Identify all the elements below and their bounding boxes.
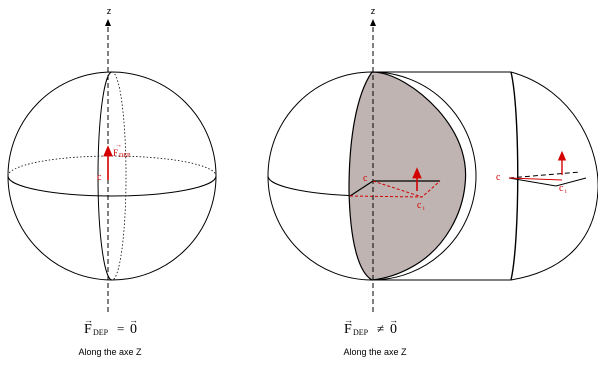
- svg-text:DEP: DEP: [93, 328, 109, 337]
- left-caption: Along the axe Z: [78, 347, 142, 357]
- svg-text:→: →: [129, 315, 138, 325]
- svg-text:c: c: [417, 200, 422, 211]
- svg-text:→: →: [115, 141, 122, 149]
- left-equation: → F DEP = → 0: [84, 315, 138, 337]
- left-cut-construction: [349, 167, 441, 198]
- right-cap-front: [510, 71, 519, 281]
- svg-text:0: 0: [390, 322, 397, 337]
- svg-text:DEP: DEP: [119, 153, 131, 159]
- right-ci-label: c i: [417, 200, 425, 212]
- svg-text:F: F: [344, 322, 352, 337]
- svg-text:≠: ≠: [377, 321, 384, 336]
- svg-text:i: i: [423, 206, 425, 212]
- right-cap-construction: [508, 150, 587, 187]
- right-cap-dome: [510, 71, 598, 281]
- right-cap-ci-label: c i: [559, 183, 567, 195]
- right-caption: Along the axe Z: [343, 347, 407, 357]
- svg-text:i: i: [565, 189, 567, 195]
- svg-text:F: F: [113, 148, 118, 158]
- right-cut-face: [348, 71, 467, 281]
- right-center-label: c: [363, 173, 368, 184]
- svg-text:F: F: [84, 322, 92, 337]
- left-meridian-back: [111, 71, 127, 281]
- left-center-label: c: [97, 172, 102, 183]
- svg-text:→: →: [389, 315, 398, 325]
- left-force-label: → F DEP: [113, 141, 131, 159]
- svg-text:=: =: [117, 321, 124, 336]
- svg-text:DEP: DEP: [353, 328, 369, 337]
- left-meridian-front: [97, 71, 113, 281]
- left-sphere-diagram: z → F DEP c: [7, 6, 217, 312]
- left-equator-back: [7, 155, 217, 177]
- right-cap-center-label: c: [496, 172, 501, 183]
- left-equator-front: [7, 175, 217, 197]
- svg-text:→: →: [84, 315, 93, 325]
- left-sphere-outline: [7, 71, 217, 281]
- right-z-axis-label: z: [371, 6, 376, 16]
- right-equation: → F DEP ≠ → 0: [344, 315, 398, 337]
- right-sphere-diagram: z c c i c c i: [267, 6, 598, 312]
- left-z-axis-label: z: [107, 6, 112, 16]
- svg-text:0: 0: [130, 322, 137, 337]
- svg-text:→: →: [344, 315, 353, 325]
- svg-text:c: c: [559, 183, 564, 194]
